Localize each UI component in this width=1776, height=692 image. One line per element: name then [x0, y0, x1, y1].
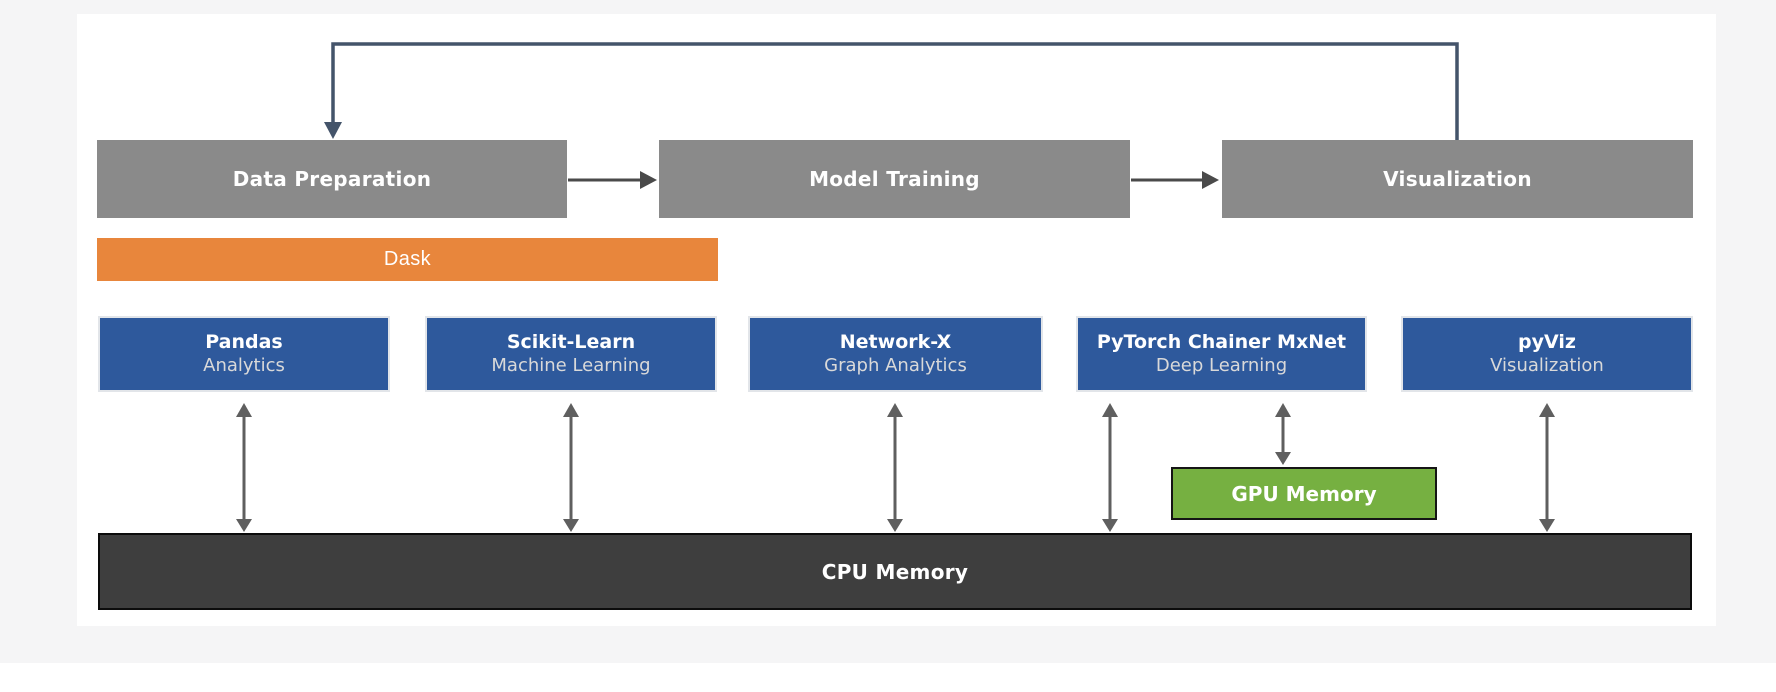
library-category: Graph Analytics: [824, 355, 967, 376]
flow-arrowhead-icon: [640, 171, 657, 189]
memory-arrow-deeplearning-cpu: [1102, 403, 1118, 532]
feedback-loop-line: [331, 42, 1459, 140]
stage-label: Data Preparation: [232, 167, 432, 191]
stage-label: Visualization: [1383, 167, 1532, 191]
library-category: Visualization: [1490, 355, 1604, 376]
library-category: Analytics: [203, 355, 285, 376]
memory-arrow-pandas-cpu: [236, 403, 252, 532]
library-name: Network-X: [839, 331, 952, 353]
gpu-memory-box: GPU Memory: [1171, 467, 1437, 520]
dask-label: Dask: [383, 248, 432, 270]
library-box-pyviz: pyViz Visualization: [1401, 316, 1693, 392]
library-box-scikit-learn: Scikit-Learn Machine Learning: [425, 316, 717, 392]
library-name: PyTorch Chainer MxNet: [1096, 331, 1347, 353]
stage-box-model-training: Model Training: [659, 140, 1130, 218]
library-box-network-x: Network-X Graph Analytics: [748, 316, 1043, 392]
stage-box-visualization: Visualization: [1222, 140, 1693, 218]
library-name: Pandas: [205, 331, 283, 353]
library-box-deep-learning: PyTorch Chainer MxNet Deep Learning: [1076, 316, 1367, 392]
flow-arrowhead-icon: [1202, 171, 1219, 189]
cpu-memory-bar: CPU Memory: [98, 533, 1692, 610]
memory-arrow-scikit-cpu: [563, 403, 579, 532]
memory-arrow-pyviz-cpu: [1539, 403, 1555, 532]
library-category: Deep Learning: [1155, 355, 1288, 376]
gpu-memory-label: GPU Memory: [1231, 481, 1377, 506]
feedback-loop-arrowhead-icon: [324, 122, 342, 139]
memory-arrow-networkx-cpu: [887, 403, 903, 532]
stage-box-data-preparation: Data Preparation: [97, 140, 567, 218]
library-name: Scikit-Learn: [506, 331, 636, 353]
memory-arrow-deeplearning-gpu: [1275, 403, 1291, 465]
library-box-pandas: Pandas Analytics: [98, 316, 390, 392]
library-category: Machine Learning: [491, 355, 651, 376]
dask-bar: Dask: [97, 238, 718, 281]
library-name: pyViz: [1518, 331, 1576, 353]
stage-label: Model Training: [809, 167, 980, 191]
cpu-memory-label: CPU Memory: [821, 559, 969, 584]
